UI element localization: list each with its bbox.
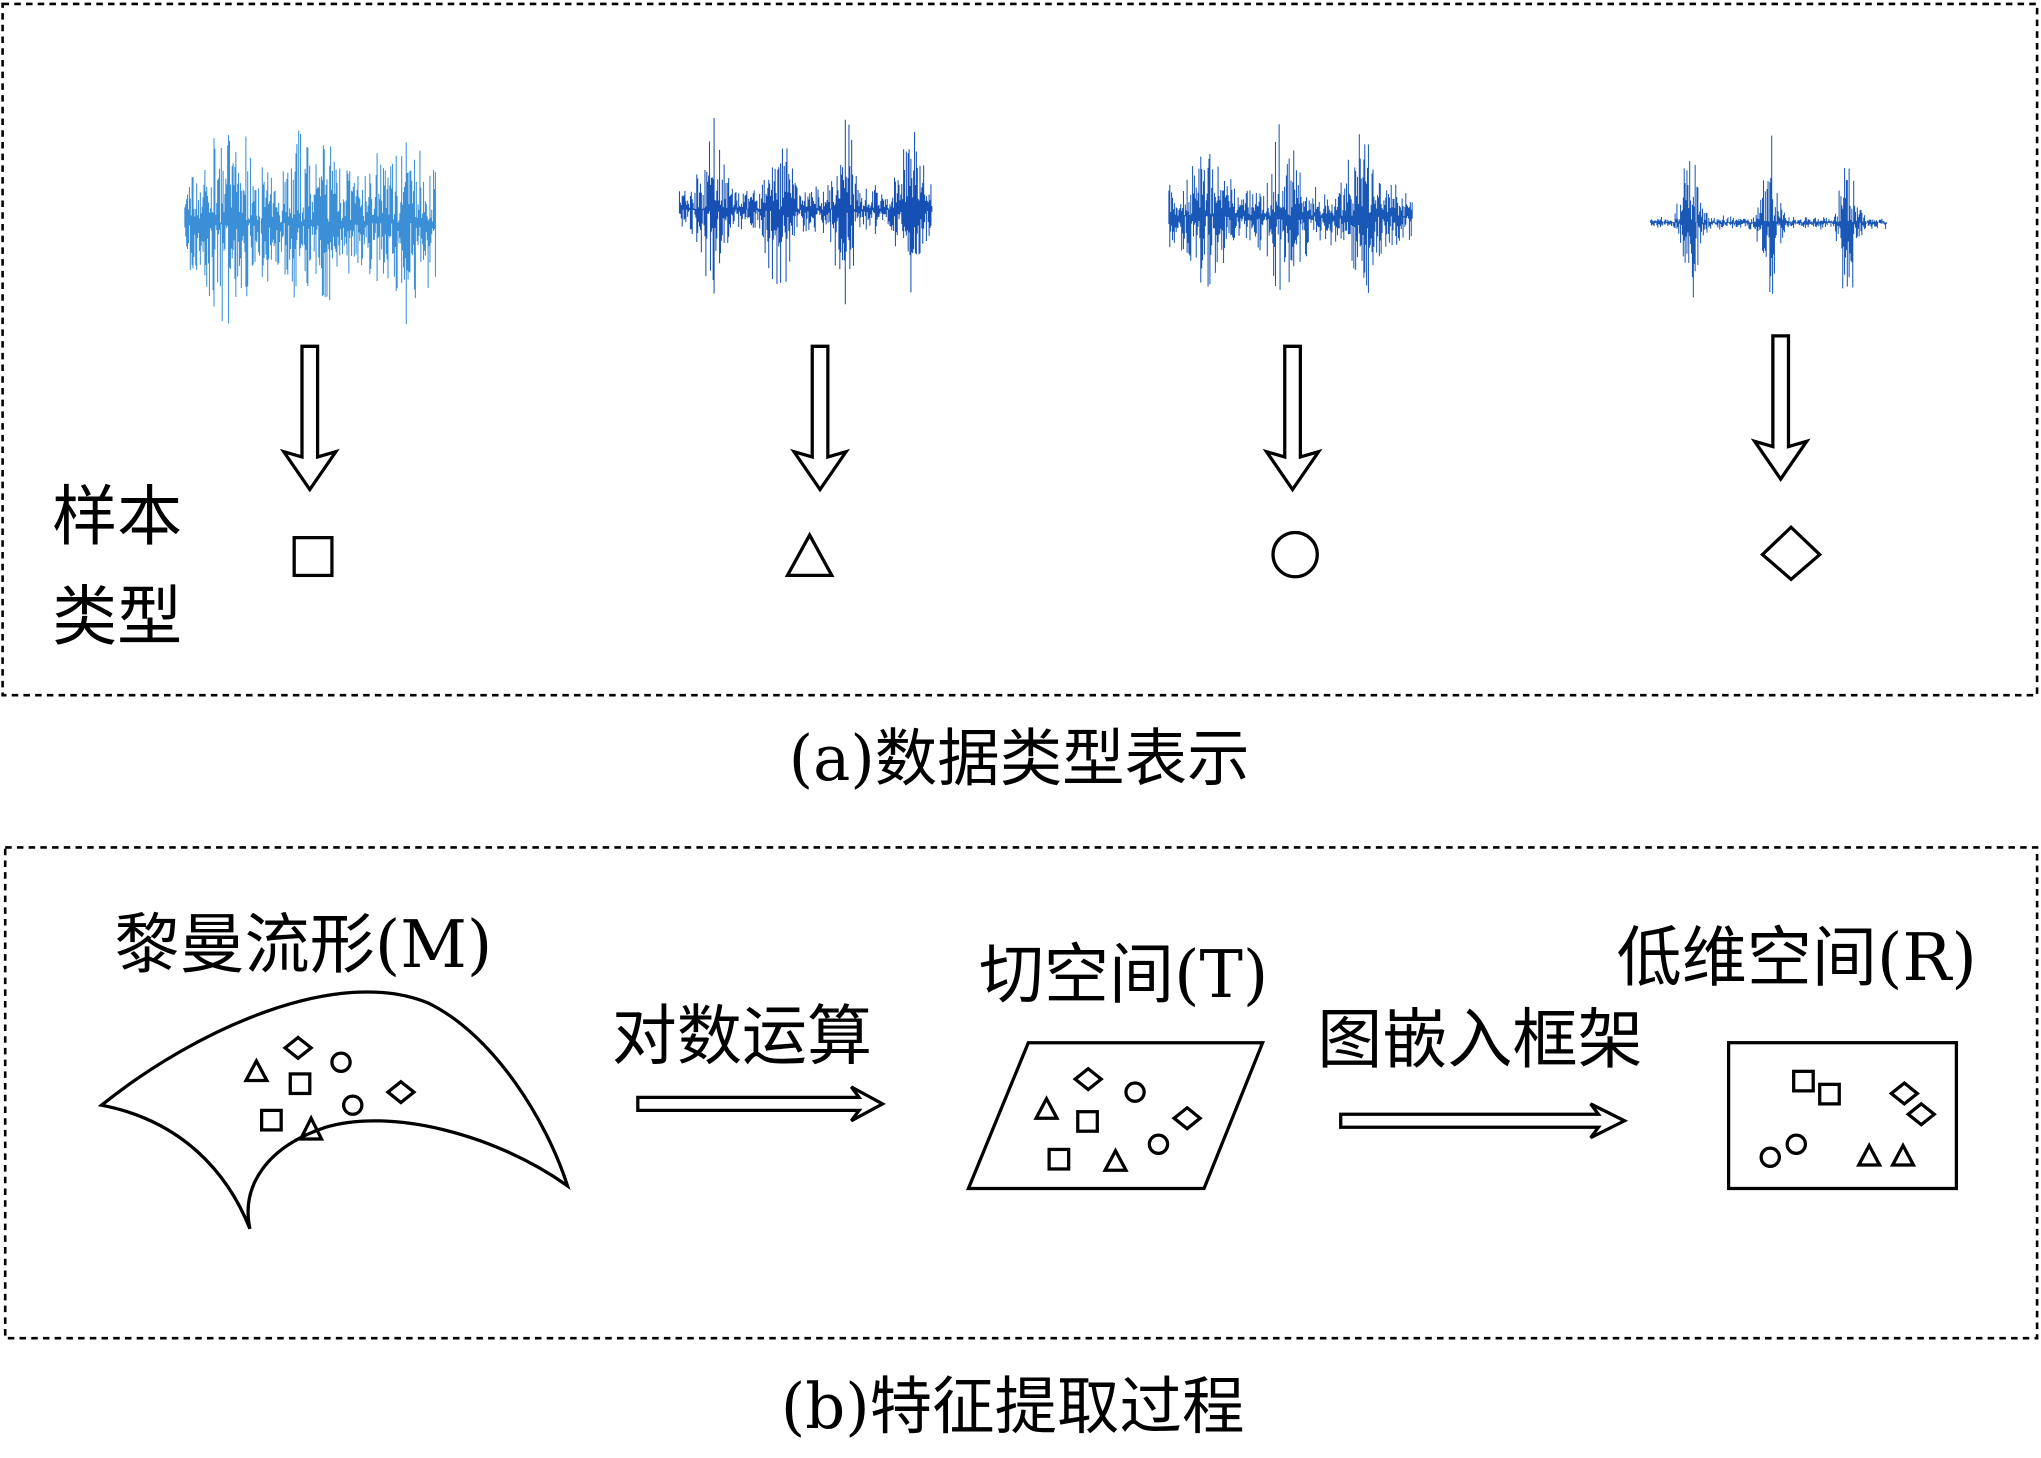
circle-symbol [1271,530,1319,579]
down-arrow-icon [279,344,340,493]
waveform-2 [678,118,933,305]
caption-a: (a)数据类型表示 [789,722,1250,795]
low-dim-points [1759,1069,1937,1168]
square-symbol [292,536,334,578]
manifold-label: 黎曼流形(M) [115,908,493,983]
down-arrows [279,334,1811,493]
log-operation-arrow [636,1085,886,1123]
riemannian-manifold-shape [97,990,571,1230]
diamond-symbol [1760,524,1823,582]
waveform-1 [184,130,436,325]
waveforms [184,118,1888,325]
sample-type-label-1: 样本 [52,480,182,555]
graph-embedding-label: 图嵌入框架 [1317,1003,1642,1078]
tangent-space-label: 切空间(T) [979,938,1268,1013]
tangent-points [1033,1066,1203,1172]
manifold-points [243,1035,417,1141]
waveform-3 [1168,124,1413,293]
low-dim-space-box [1726,1041,1959,1191]
down-arrow-icon [1262,344,1323,493]
panel-b-frame [3,846,2039,1340]
graph-embedding-arrow [1339,1102,1629,1140]
sample-type-label-2: 类型 [52,580,182,655]
log-operation-label: 对数运算 [612,999,872,1074]
down-arrow-icon [1750,334,1811,482]
triangle-symbol [784,531,835,578]
down-arrow-icon [790,344,850,493]
low-dim-space-label: 低维空间(R) [1617,921,1977,996]
panel-a-frame [1,2,2039,697]
caption-b: (b)特征提取过程 [781,1370,1245,1443]
tangent-space-plane [966,1041,1266,1191]
waveform-4 [1649,135,1888,298]
